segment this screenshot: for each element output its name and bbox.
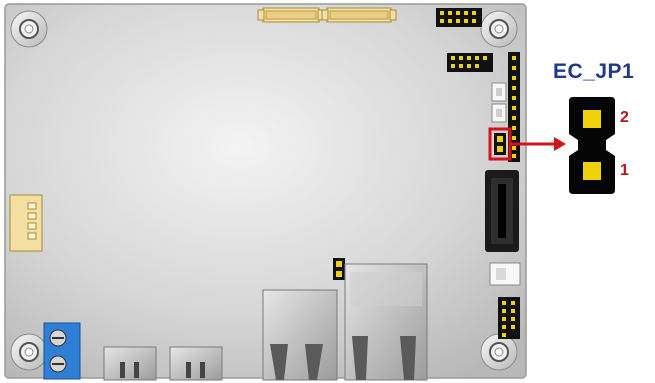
mounting-hole-top-right <box>481 11 517 47</box>
left-beige-connector <box>10 195 42 251</box>
small-jumper-center <box>333 258 345 280</box>
top-connector-small <box>258 8 324 22</box>
usb-port-2 <box>170 347 222 380</box>
pin-header-mid <box>447 53 493 72</box>
pin-1-square <box>583 162 601 180</box>
white-connector-right <box>490 263 520 285</box>
terminal-block-blue <box>44 323 80 379</box>
lan-ports <box>345 264 427 380</box>
pin-2-label: 2 <box>620 109 629 127</box>
top-connector-large <box>322 8 396 22</box>
sata-connector <box>485 170 519 252</box>
mounting-hole-bottom-left <box>11 334 47 370</box>
small-white-connector-2 <box>492 104 506 122</box>
jumper-label: EC_JP1 <box>553 60 634 84</box>
pin-header-top <box>436 8 482 27</box>
pin-header-bottom-right <box>498 297 520 339</box>
small-white-connector-1 <box>492 83 506 101</box>
pin-2-square <box>583 110 601 128</box>
usb-port-1 <box>104 347 156 380</box>
mounting-hole-bottom-right <box>481 334 517 370</box>
ec-jp1-enlarged-view <box>569 97 615 194</box>
mounting-hole-top-left <box>11 11 47 47</box>
pin-1-label: 1 <box>620 162 629 180</box>
usb-stack <box>263 290 337 380</box>
